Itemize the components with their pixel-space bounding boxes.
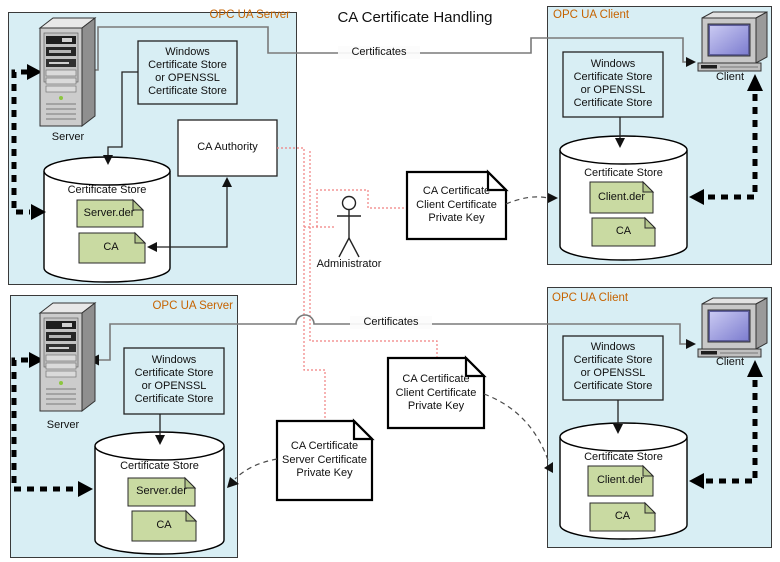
windows-store-box-label: Windows Certificate Store or OPENSSL Cer…: [134, 354, 214, 405]
doc-label-server-der: Server.der: [136, 485, 187, 497]
person-stick-figure-icon: [337, 195, 361, 258]
machine-label-server: Server: [51, 131, 85, 143]
cylinder-label: Certificate Store: [120, 460, 199, 472]
machine-label-client: Client: [715, 71, 745, 83]
quadrant-title-bottom-left: OPC UA Server: [152, 300, 233, 312]
doc-label-client-der: Client.der: [597, 191, 646, 203]
quadrant-title-top-right: OPC UA Client: [553, 9, 630, 21]
diagram-title: CA Certificate Handling: [337, 9, 493, 26]
key-doc-label-client-bottom: CA Certificate Client Certificate Privat…: [395, 373, 477, 412]
administrator-label: Administrator: [316, 258, 382, 270]
quadrant-top-right-opc-ua-client: [547, 6, 772, 265]
key-doc-label-server: CA Certificate Server Certificate Privat…: [282, 440, 367, 479]
doc-label-server-der: Server.der: [83, 207, 135, 219]
cylinder-label: Certificate Store: [584, 167, 663, 179]
windows-store-box-label: Windows Certificate Store or OPENSSL Cer…: [148, 46, 227, 97]
doc-label-ca: CA: [156, 519, 172, 531]
doc-label-client-der: Client.der: [596, 474, 645, 486]
quadrant-title-top-left: OPC UA Server: [209, 9, 290, 21]
doc-label-ca: CA: [615, 225, 632, 237]
machine-label-server: Server: [46, 419, 80, 431]
windows-store-box-label: Windows Certificate Store or OPENSSL Cer…: [573, 58, 653, 109]
quadrant-title-bottom-right: OPC UA Client: [552, 292, 629, 304]
windows-store-box-label: Windows Certificate Store or OPENSSL Cer…: [573, 341, 653, 392]
key-doc-label-client-top: CA Certificate Client Certificate Privat…: [416, 185, 497, 224]
certificates-line-label-top: Certificates: [338, 46, 420, 59]
certificates-line-label-bottom: Certificates: [350, 316, 432, 329]
quadrant-bottom-right-opc-ua-client: [547, 287, 772, 548]
doc-label-ca: CA: [614, 510, 631, 522]
cylinder-label: Certificate Store: [67, 184, 147, 196]
doc-label-ca: CA: [103, 241, 119, 253]
cylinder-label: Certificate Store: [584, 451, 663, 463]
machine-label-client: Client: [715, 356, 745, 368]
ca-authority-label: CA Authority: [197, 141, 258, 153]
